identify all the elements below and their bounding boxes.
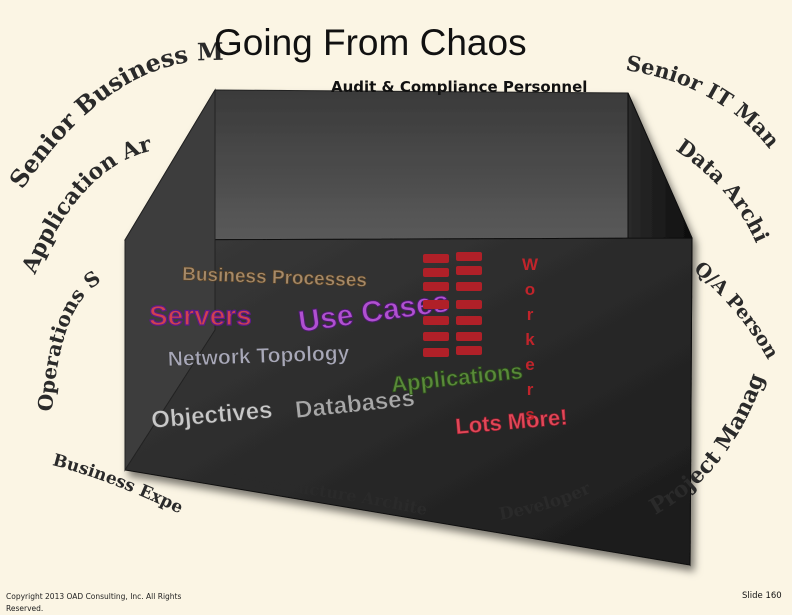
slide-title: Going From Chaos	[214, 22, 527, 63]
workers-word: W o r k e r s	[522, 255, 539, 424]
copyright-notice: Copyright 2013 OAD Consulting, Inc. All …	[6, 592, 182, 613]
illegible-red-text-columns	[423, 252, 482, 357]
workers-letter: r	[527, 380, 534, 399]
workers-letter: o	[525, 280, 535, 299]
workers-letter: r	[527, 305, 534, 324]
slide-number: Slide 160	[742, 591, 782, 601]
servers-word: Servers	[149, 300, 252, 331]
audit-compliance-label: Audit & Compliance Personnel	[331, 78, 588, 96]
box-left-face	[124, 88, 216, 472]
black-box	[124, 88, 693, 567]
workers-letter: W	[522, 255, 539, 274]
workers-letter: k	[525, 330, 535, 349]
workers-letter: e	[525, 355, 534, 374]
workers-letter: s	[525, 405, 534, 424]
